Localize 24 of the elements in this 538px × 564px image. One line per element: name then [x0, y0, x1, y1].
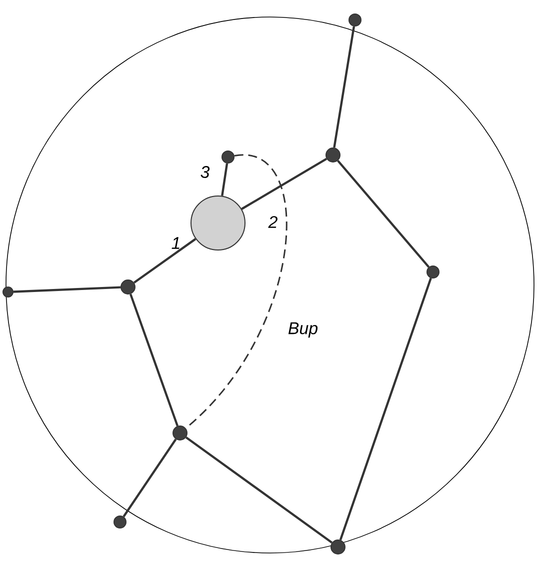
- edge-label: 1: [172, 237, 180, 249]
- line: [337, 160, 430, 268]
- line: [122, 438, 177, 518]
- vertex-dot: [120, 280, 136, 294]
- vertex-dot: [222, 150, 234, 164]
- vertex-dot: [426, 266, 440, 278]
- vertex-dot: [2, 286, 14, 298]
- vertex-dot: [348, 14, 362, 26]
- line: [133, 238, 196, 284]
- edge-label: 2: [268, 216, 278, 228]
- line: [13, 286, 121, 293]
- line: [129, 294, 179, 426]
- edge-label: Bup: [288, 322, 318, 338]
- vertex-dot: [172, 426, 188, 440]
- vertex-disc: [190, 196, 246, 250]
- line: [333, 26, 356, 148]
- line: [221, 163, 228, 196]
- vertex-dot: [330, 540, 346, 554]
- line: [339, 278, 432, 540]
- line: [185, 436, 333, 544]
- edge-label: 3: [200, 166, 210, 178]
- vertex-dot: [114, 516, 126, 528]
- line: [241, 158, 328, 210]
- vertex-dot: [326, 148, 340, 162]
